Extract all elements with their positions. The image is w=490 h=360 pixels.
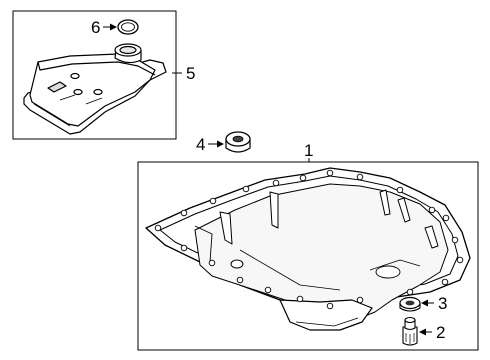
callout-1-label: 1 xyxy=(304,141,313,160)
oil-pan-group-frame xyxy=(137,161,479,351)
filter-seal-ring xyxy=(117,19,139,35)
callout-4-label: 4 xyxy=(196,135,205,154)
transmission-filter-illustration xyxy=(23,43,167,135)
callout-5-label: 5 xyxy=(186,64,195,83)
drain-plug-illustration xyxy=(402,316,418,346)
oil-pan-illustration xyxy=(145,167,471,331)
drain-plug-gasket-illustration xyxy=(225,131,251,153)
callout-6-label: 6 xyxy=(91,18,100,37)
callout-2-label: 2 xyxy=(436,323,445,342)
callout-3-label: 3 xyxy=(438,294,447,313)
pan-washer-illustration xyxy=(399,296,421,312)
filter-group-frame xyxy=(12,10,177,140)
